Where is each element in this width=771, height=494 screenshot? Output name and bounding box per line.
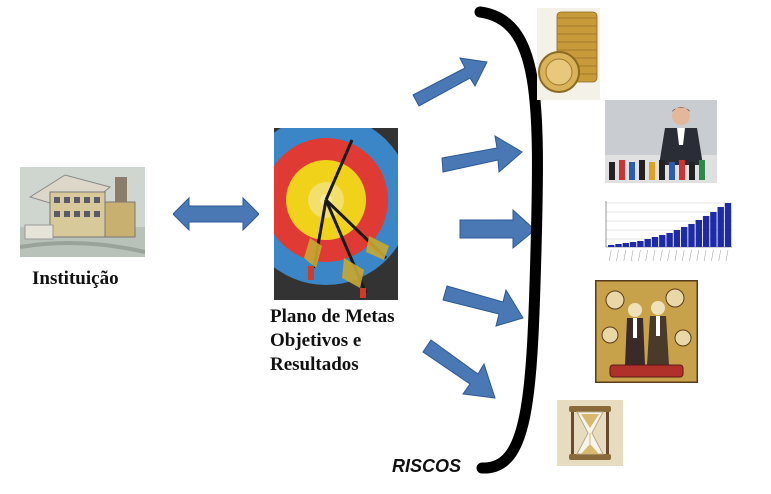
arrow-to-illustration-icon	[442, 285, 524, 327]
mini-bar	[644, 239, 651, 247]
institution-image	[20, 167, 145, 257]
mini-bar	[681, 227, 688, 247]
plan-label-line2: Objetivos e	[270, 330, 362, 351]
coins-image	[537, 8, 600, 100]
mini-tick	[718, 249, 721, 262]
mini-tick	[616, 249, 619, 262]
mini-bar	[717, 207, 724, 247]
mini-tick	[623, 249, 627, 262]
mini-bar	[651, 237, 659, 247]
mini-bar	[637, 241, 644, 247]
mini-tick	[674, 249, 678, 262]
business-illustration-image	[595, 280, 698, 383]
mini-tick	[711, 249, 714, 262]
mini-tick	[660, 249, 663, 262]
mini-bar	[608, 245, 615, 247]
double-arrow-icon	[173, 196, 259, 232]
plan-label-line1: Plano de Metas	[270, 306, 395, 327]
institution-label: Instituição	[32, 268, 119, 289]
mini-tick	[696, 249, 700, 262]
arrow-to-hourglass-icon	[422, 339, 496, 399]
mini-tick	[725, 249, 729, 262]
arrow-to-chart-icon	[459, 208, 536, 250]
mini-tick	[645, 249, 648, 262]
mini-tick	[703, 249, 707, 262]
mini-tick	[689, 249, 692, 262]
mini-bar	[615, 244, 622, 247]
hourglass-image	[557, 400, 623, 466]
mini-bar	[688, 224, 695, 247]
mini-tick	[681, 249, 685, 262]
mini-tick	[630, 249, 634, 262]
mini-bar	[702, 216, 710, 247]
bar-chart-image	[590, 197, 735, 267]
mini-bar	[673, 230, 681, 247]
mini-bar	[659, 235, 666, 247]
mini-bar	[666, 233, 673, 247]
mini-bar	[710, 212, 717, 247]
mini-bar	[622, 243, 629, 247]
risk-bracket-curve	[474, 6, 543, 474]
risks-label: RISCOS	[392, 456, 462, 476]
arrow-to-press-icon	[441, 135, 523, 174]
mini-bar	[695, 220, 702, 247]
arrow-to-coins-icon	[412, 57, 488, 107]
mini-bar	[629, 242, 637, 247]
target-image	[274, 128, 398, 300]
mini-tick	[667, 249, 670, 262]
mini-tick	[652, 249, 656, 262]
press-conference-image	[605, 100, 717, 183]
mini-tick	[638, 249, 641, 262]
plan-label-line3: Resultados	[270, 354, 359, 375]
arrow-fan	[412, 57, 536, 399]
mini-tick	[608, 249, 612, 262]
mini-bar	[724, 203, 732, 247]
